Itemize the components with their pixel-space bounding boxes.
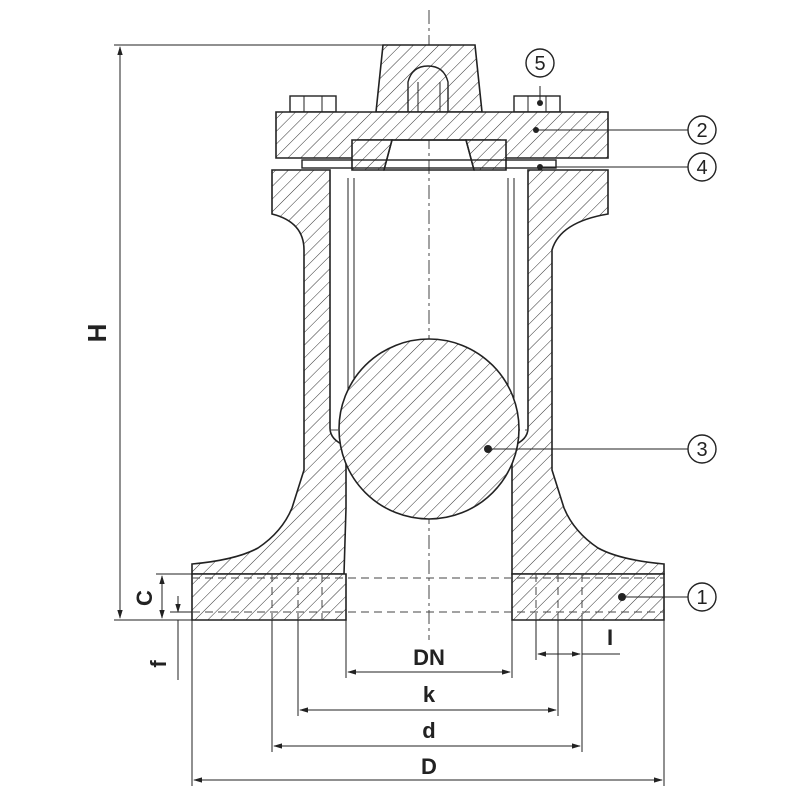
svg-text:4: 4 [696, 157, 707, 179]
callout-leaders [484, 86, 688, 601]
dimension-H: H [82, 44, 383, 621]
svg-text:I: I [607, 625, 613, 650]
dimension-D: D [191, 620, 665, 786]
callout-4: 4 [687, 152, 717, 182]
dimension-I: I [535, 620, 620, 660]
callout-2: 2 [687, 115, 717, 145]
bolt-left [289, 95, 337, 113]
dimension-DN: DN [345, 620, 513, 678]
svg-text:f: f [146, 660, 171, 668]
svg-text:H: H [82, 324, 112, 343]
dimension-f: f [146, 596, 192, 680]
svg-text:5: 5 [534, 53, 545, 75]
dimension-k: k [297, 620, 559, 716]
gasket [301, 159, 557, 169]
dimension-C: C [132, 573, 192, 619]
bolt-right [513, 95, 561, 113]
cover [275, 111, 609, 159]
svg-text:3: 3 [696, 439, 707, 461]
svg-text:d: d [422, 718, 435, 743]
svg-text:1: 1 [696, 587, 707, 609]
dimension-d: d [271, 620, 583, 752]
svg-text:k: k [423, 682, 436, 707]
svg-text:2: 2 [696, 120, 707, 142]
valve-body [191, 169, 665, 621]
callout-1: 1 [687, 582, 717, 612]
callout-3: 3 [687, 434, 717, 464]
svg-text:C: C [132, 590, 157, 606]
ball-float [338, 338, 520, 520]
svg-text:D: D [421, 754, 437, 779]
svg-text:DN: DN [413, 645, 445, 670]
callout-5: 5 [525, 48, 555, 78]
